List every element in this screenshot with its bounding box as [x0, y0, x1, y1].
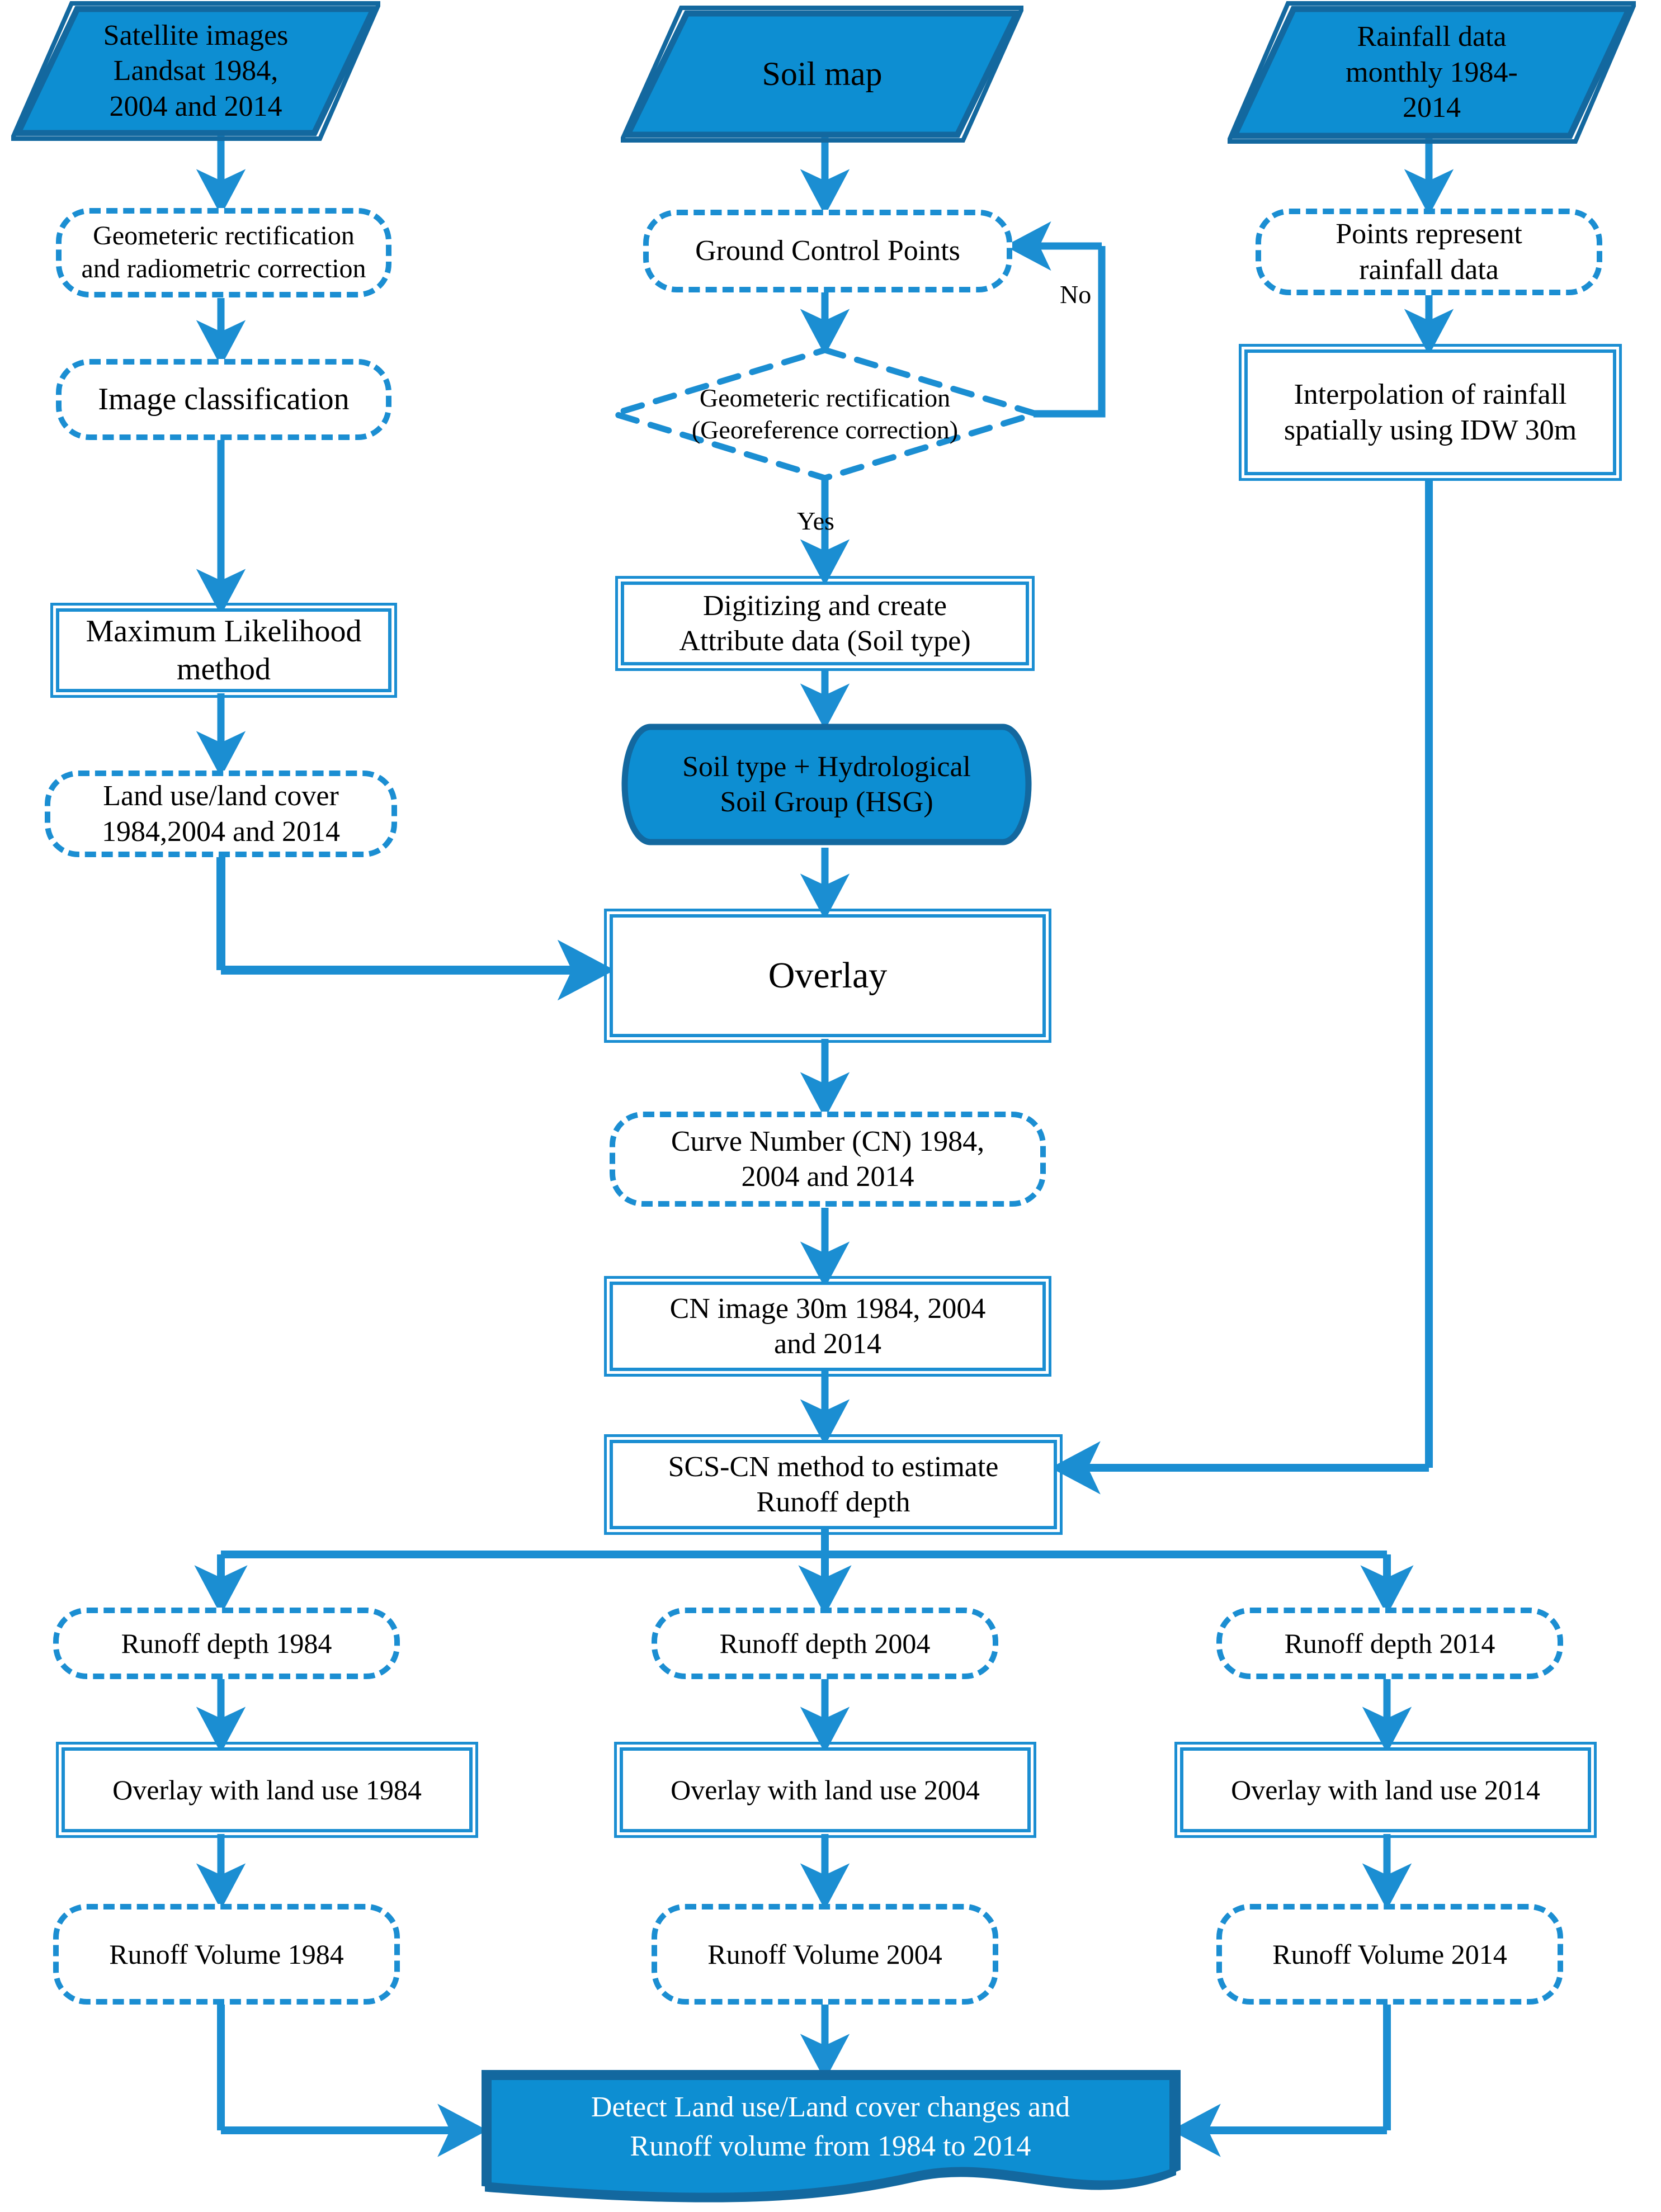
node-runoff-volume-1984[interactable]: Runoff Volume 1984 [53, 1904, 400, 2005]
points-line1: Points represent [1336, 218, 1522, 250]
node-runoff-volume-2014[interactable]: Runoff Volume 2014 [1216, 1904, 1563, 2005]
satellite-line1: Satellite images [103, 19, 289, 51]
rainfall-line2: monthly 1984- [1346, 56, 1518, 88]
rv2004-label: Runoff Volume 2004 [707, 1938, 942, 1970]
decision-line1: Geometeric rectification [699, 384, 951, 413]
node-curve-number[interactable]: Curve Number (CN) 1984, 2004 and 2014 [610, 1112, 1046, 1207]
node-runoff-depth-1984[interactable]: Runoff depth 1984 [53, 1608, 400, 1679]
hsg-line2: Soil Group (HSG) [720, 786, 933, 818]
georect-line2: and radiometric correction [81, 254, 366, 283]
interp-line2: spatially using IDW 30m [1284, 414, 1577, 446]
node-interpolation-idw[interactable]: Interpolation of rainfall spatially usin… [1239, 344, 1622, 481]
ov1984-label: Overlay with land use 1984 [112, 1774, 422, 1805]
node-points-represent-rainfall[interactable]: Points represent rainfall data [1256, 209, 1602, 295]
cnimage-line1: CN image 30m 1984, 2004 [669, 1292, 986, 1325]
mle-line2: method [177, 652, 271, 687]
hsg-line1: Soil type + Hydrological [682, 750, 971, 783]
decision-line2: (Georeference correction) [691, 415, 959, 444]
overlay-label: Overlay [768, 954, 888, 996]
satellite-line2: Landsat 1984, [113, 55, 279, 87]
node-scs-cn-method[interactable]: SCS-CN method to estimate Runoff depth [604, 1434, 1063, 1535]
node-maximum-likelihood-method[interactable]: Maximum Likelihood method [50, 603, 397, 698]
rd2004-label: Runoff depth 2004 [719, 1627, 931, 1659]
landuse-line2: 1984,2004 and 2014 [101, 815, 341, 848]
rd2014-label: Runoff depth 2014 [1284, 1627, 1495, 1659]
edge-no-loop-segment [1034, 246, 1106, 418]
edge-label-yes: Yes [797, 507, 834, 535]
node-overlay-landuse-2014[interactable]: Overlay with land use 2014 [1174, 1742, 1597, 1838]
georect-line1: Geometeric rectification [93, 221, 355, 251]
edge-label-no: No [1060, 280, 1092, 309]
scs-line2: Runoff depth [756, 1486, 910, 1518]
image-classification-label: Image classification [98, 382, 350, 417]
node-runoff-depth-2004[interactable]: Runoff depth 2004 [652, 1608, 998, 1679]
node-land-use-land-cover[interactable]: Land use/land cover 1984,2004 and 2014 [45, 771, 397, 857]
rainfall-line1: Rainfall data [1357, 21, 1507, 53]
landuse-line1: Land use/land cover [103, 780, 339, 812]
node-rainfall-data[interactable]: Rainfall data monthly 1984- 2014 [1228, 1, 1636, 144]
mle-line1: Maximum Likelihood [86, 613, 362, 649]
cn-line2: 2004 and 2014 [741, 1161, 914, 1193]
node-soil-map[interactable]: Soil map [621, 6, 1023, 143]
scs-line1: SCS-CN method to estimate [668, 1450, 999, 1483]
ov2014-label: Overlay with land use 2014 [1231, 1774, 1540, 1805]
rainfall-line3: 2014 [1402, 92, 1461, 124]
node-detect-changes[interactable]: Detect Land use/Land cover changes and R… [478, 2069, 1183, 2208]
detect-line1: Detect Land use/Land cover changes and [591, 2091, 1070, 2123]
node-image-classification[interactable]: Image classification [56, 359, 391, 440]
node-digitizing-attribute-data[interactable]: Digitizing and create Attribute data (So… [615, 576, 1035, 671]
node-runoff-depth-2014[interactable]: Runoff depth 2014 [1216, 1608, 1563, 1679]
gcp-label: Ground Control Points [695, 235, 960, 267]
soil-map-label: Soil map [762, 55, 883, 92]
cnimage-line2: and 2014 [773, 1328, 882, 1360]
rd1984-label: Runoff depth 1984 [121, 1627, 332, 1659]
node-soil-type-hsg[interactable]: Soil type + Hydrological Soil Group (HSG… [620, 720, 1034, 849]
node-overlay[interactable]: Overlay [604, 909, 1051, 1043]
detect-line2: Runoff volume from 1984 to 2014 [630, 2130, 1031, 2162]
node-runoff-volume-2004[interactable]: Runoff Volume 2004 [652, 1904, 998, 2005]
node-overlay-landuse-1984[interactable]: Overlay with land use 1984 [56, 1742, 478, 1838]
interp-line1: Interpolation of rainfall [1294, 379, 1567, 411]
points-line2: rainfall data [1359, 253, 1499, 286]
node-overlay-landuse-2004[interactable]: Overlay with land use 2004 [614, 1742, 1036, 1838]
node-cn-image[interactable]: CN image 30m 1984, 2004 and 2014 [604, 1276, 1051, 1377]
node-geometric-radiometric-correction[interactable]: Geometeric rectification and radiometric… [56, 208, 391, 297]
node-georeference-decision[interactable]: Geometeric rectification (Georeference c… [610, 346, 1040, 483]
digitizing-line2: Attribute data (Soil type) [679, 625, 971, 657]
node-satellite-images[interactable]: Satellite images Landsat 1984, 2004 and … [11, 1, 380, 141]
node-ground-control-points[interactable]: Ground Control Points [643, 210, 1012, 292]
digitizing-line1: Digitizing and create [702, 589, 947, 622]
rv1984-label: Runoff Volume 1984 [109, 1938, 344, 1970]
ov2004-label: Overlay with land use 2004 [671, 1774, 980, 1805]
satellite-line3: 2004 and 2014 [109, 90, 282, 122]
cn-line1: Curve Number (CN) 1984, [671, 1125, 985, 1157]
rv2014-label: Runoff Volume 2014 [1272, 1938, 1507, 1970]
